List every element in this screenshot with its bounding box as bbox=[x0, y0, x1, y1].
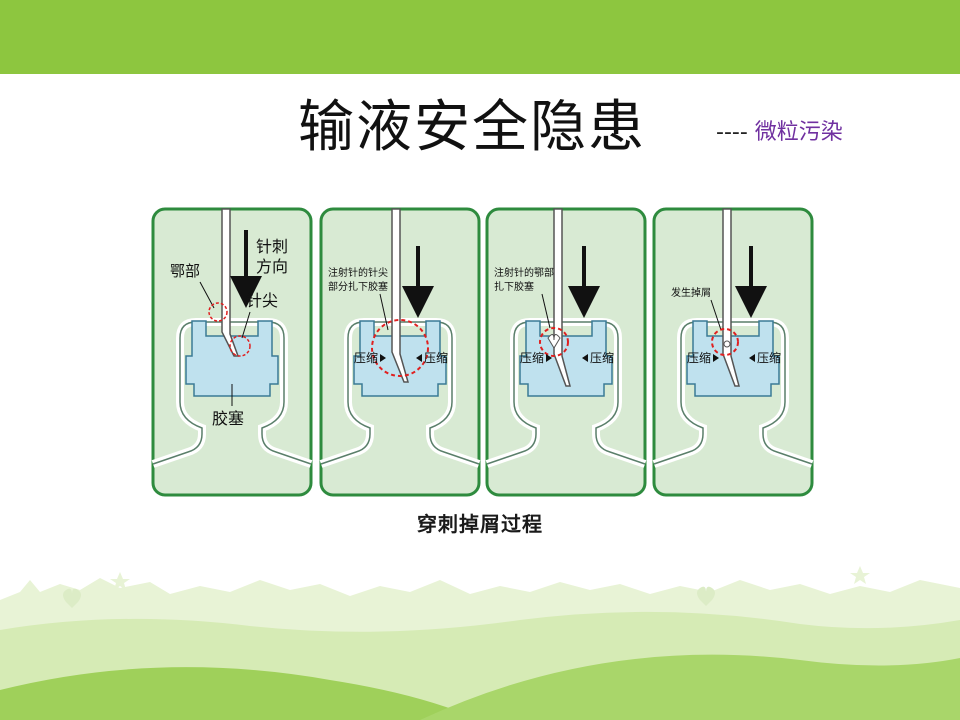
tip-label: 针尖 bbox=[246, 291, 278, 310]
puncture-diagram: 针刺 方向 鄂部 针尖 胶塞 注射针的针尖 部分扎下胶塞 压缩 压缩 bbox=[151, 207, 814, 497]
tip-circle bbox=[229, 335, 251, 357]
panel-2: 注射针的针尖 部分扎下胶塞 压缩 压缩 bbox=[319, 207, 481, 497]
panel-1: 针刺 方向 鄂部 针尖 胶塞 bbox=[151, 207, 313, 497]
jaw-label: 鄂部 bbox=[170, 262, 200, 280]
note-line1: 注射针的鄂部 bbox=[494, 266, 554, 279]
panel-4: 发生掉屑 压缩 压缩 bbox=[652, 207, 814, 497]
footer-landscape bbox=[0, 566, 960, 720]
compress-left-label: 压缩 bbox=[520, 350, 544, 365]
highlight-circle bbox=[711, 328, 739, 356]
rubber-stopper bbox=[519, 320, 613, 397]
stopper-label: 胶塞 bbox=[212, 409, 244, 428]
note-leader bbox=[379, 293, 389, 331]
footer-hill-left bbox=[0, 667, 480, 720]
panel-3: 注射针的鄂部 扎下胶塞 压缩 压缩 bbox=[485, 207, 647, 497]
needle bbox=[391, 208, 409, 383]
note-line2: 部分扎下胶塞 bbox=[328, 280, 388, 293]
footer-hill-right bbox=[420, 654, 960, 720]
jaw-circle bbox=[208, 302, 228, 322]
compress-right-arrow bbox=[416, 354, 422, 362]
compress-right-label: 压缩 bbox=[590, 350, 614, 365]
direction-label-line1: 针刺 bbox=[256, 237, 288, 256]
subtitle-text: 微粒污染 bbox=[754, 120, 843, 145]
star-icon bbox=[110, 572, 130, 590]
bottle-neck-line bbox=[653, 321, 813, 465]
top-banner bbox=[0, 0, 960, 74]
slide-title: 输液安全隐患 bbox=[298, 95, 646, 160]
subtitle-dash: ---- bbox=[716, 120, 748, 145]
compress-right-arrow bbox=[749, 354, 755, 362]
compress-left-label: 压缩 bbox=[354, 350, 378, 365]
note-line1: 注射针的针尖 bbox=[328, 266, 388, 279]
compress-right-label: 压缩 bbox=[424, 350, 448, 365]
highlight-circle bbox=[539, 327, 569, 357]
highlight-circle bbox=[371, 319, 429, 377]
tip-leader bbox=[241, 311, 251, 339]
jaw-leader bbox=[199, 281, 215, 309]
heart-icon bbox=[697, 586, 715, 606]
compress-left-arrow bbox=[380, 354, 386, 362]
compress-right-label: 压缩 bbox=[757, 350, 781, 365]
direction-label-line2: 方向 bbox=[256, 257, 288, 276]
compress-right-arrow bbox=[582, 354, 588, 362]
compress-left-arrow bbox=[713, 354, 719, 362]
bottle-neck-line bbox=[152, 321, 312, 465]
diagram-caption: 穿刺掉屑过程 bbox=[417, 512, 543, 536]
loose-particle bbox=[723, 340, 731, 348]
note-leader bbox=[710, 299, 722, 331]
rubber-stopper bbox=[686, 320, 780, 397]
slide-subtitle: ---- 微粒污染 bbox=[716, 114, 843, 146]
compress-left-arrow bbox=[546, 354, 552, 362]
note-line1: 发生掉屑 bbox=[671, 286, 711, 299]
note-line2: 扎下胶塞 bbox=[494, 280, 534, 293]
cut-fragment bbox=[547, 334, 561, 349]
bottle-neck-line bbox=[486, 321, 646, 465]
star-icon bbox=[850, 566, 870, 584]
heart-icon bbox=[63, 588, 81, 608]
note-leader bbox=[541, 293, 551, 329]
compress-left-label: 压缩 bbox=[687, 350, 711, 365]
